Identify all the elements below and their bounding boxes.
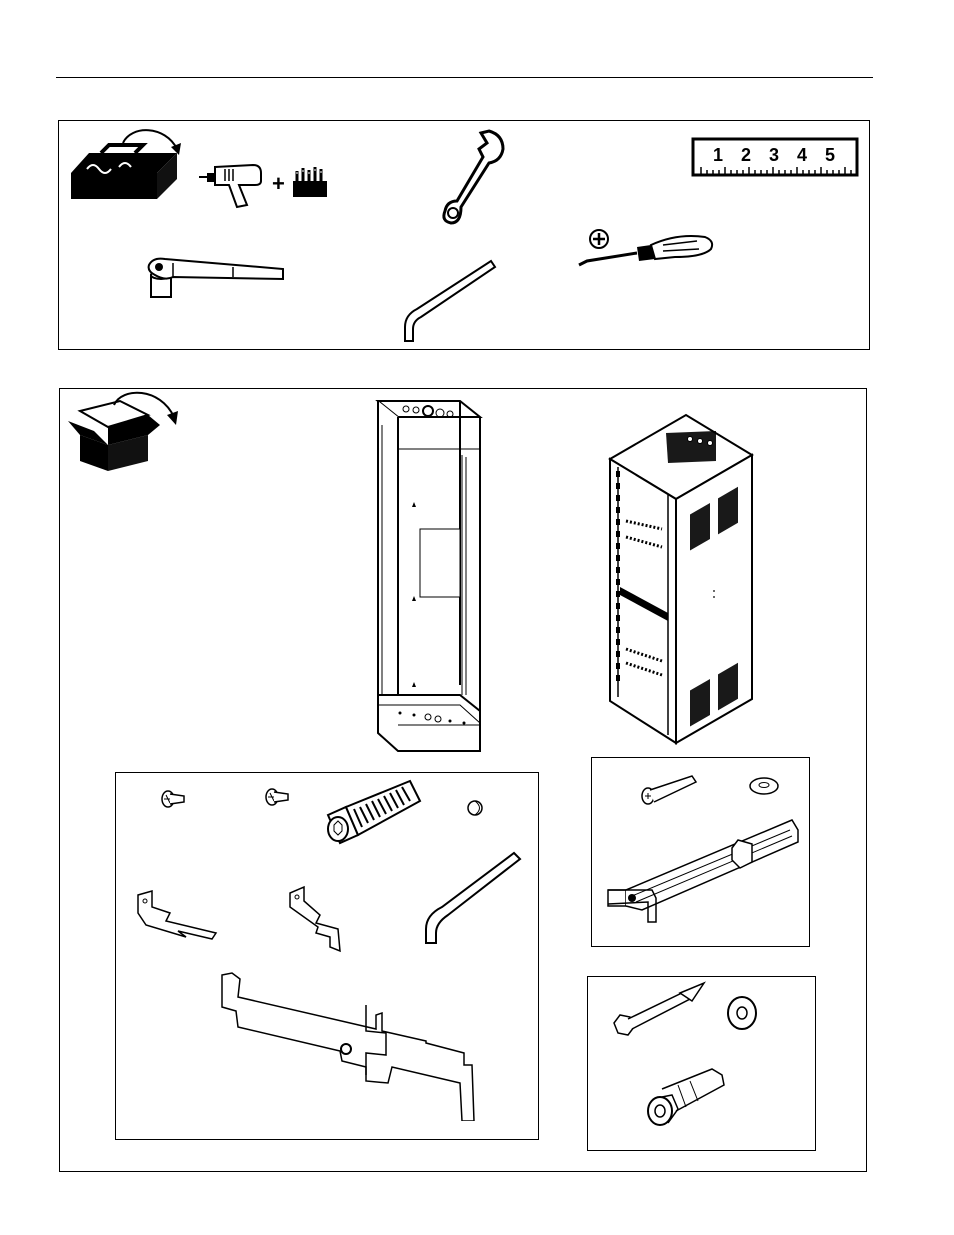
rack-cabinet-icon	[606, 411, 776, 751]
ruler-number-1: 1	[713, 145, 723, 165]
hardware-bag-3	[587, 976, 816, 1151]
l-bracket-right-icon	[286, 885, 356, 955]
hex-key-icon	[399, 255, 499, 345]
flat-washer-icon	[746, 774, 786, 798]
l-bracket-left-icon	[134, 889, 224, 949]
included-parts-panel	[59, 388, 867, 1172]
adjustable-rail-bracket-icon	[602, 816, 802, 926]
pan-head-screw-icon	[160, 789, 190, 811]
ruler-number-5: 5	[825, 145, 835, 165]
ratchet-socket-wrench-icon	[143, 255, 293, 305]
phillips-screwdriver-icon	[577, 231, 717, 271]
button-plug-icon	[466, 797, 488, 819]
pan-head-screw-small-icon	[264, 787, 294, 809]
plus-symbol: +	[272, 171, 285, 197]
lag-bolt-icon	[610, 981, 710, 1041]
tape-measure-ruler-icon: 1 2 3 4 5	[691, 137, 861, 179]
hardware-bag-1	[115, 772, 539, 1140]
wall-anchor-icon	[642, 1067, 732, 1137]
open-box-icon	[64, 391, 184, 475]
toolbox-icon	[65, 125, 195, 215]
required-tools-panel: + 1 2 3 4 5	[58, 120, 870, 350]
header-rule	[56, 77, 873, 78]
rear-panel-frame-icon	[370, 395, 500, 767]
lag-washer-icon	[722, 993, 762, 1033]
hardware-bag-2	[591, 757, 810, 947]
ruler-number-3: 3	[769, 145, 779, 165]
socket-head-cap-screw-icon	[324, 779, 424, 849]
drill-bits-icon	[291, 165, 331, 201]
ruler-number-2: 2	[741, 145, 751, 165]
long-mounting-bracket-icon	[216, 971, 486, 1121]
ruler-number-4: 4	[797, 145, 807, 165]
long-machine-screw-icon	[640, 772, 700, 808]
power-drill-icon	[195, 155, 275, 211]
large-hex-key-icon	[416, 851, 526, 951]
open-end-wrench-icon	[441, 127, 511, 227]
